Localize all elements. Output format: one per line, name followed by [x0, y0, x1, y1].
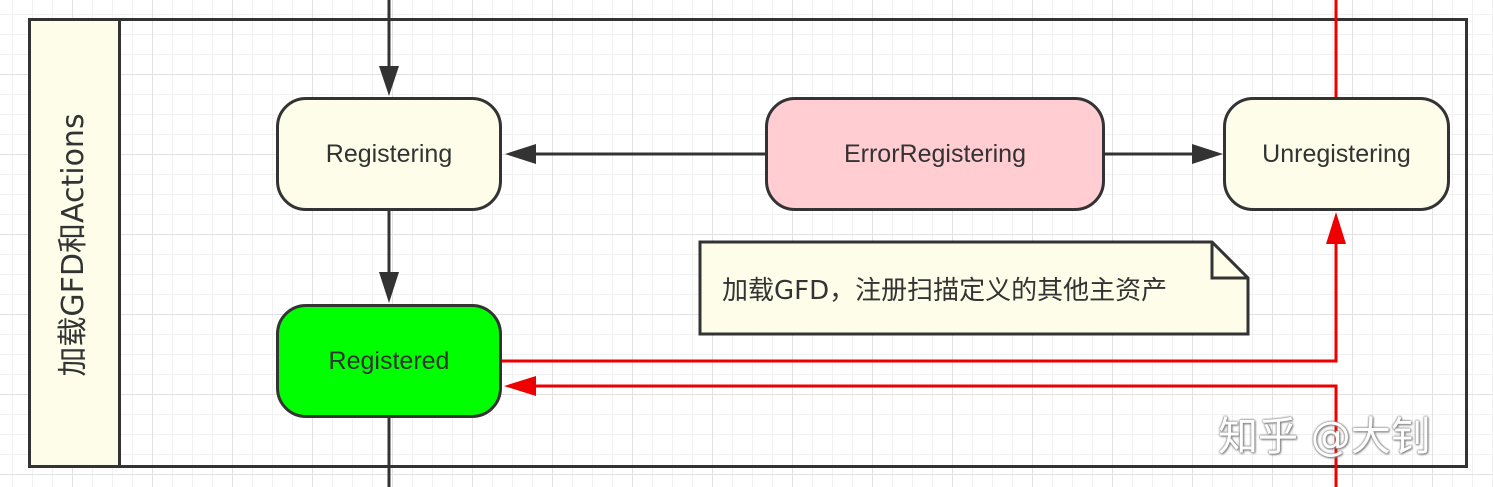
- arrowhead-registering-to-registered: [379, 272, 399, 303]
- edge-external-to-registered[interactable]: [530, 384, 1338, 487]
- watermark: 知乎 @大钊: [1218, 414, 1431, 460]
- arrowhead-error-to-unregistering: [1192, 144, 1223, 164]
- state-unregistering[interactable]: Unregistering: [1223, 97, 1450, 211]
- arrowhead-external-to-registered: [504, 376, 536, 396]
- state-registering[interactable]: Registering: [276, 97, 502, 211]
- arrowhead-registered-to-unregistering: [1326, 212, 1346, 244]
- note-text: 加载GFD，注册扫描定义的其他主资产: [722, 276, 1168, 306]
- edge-registered-to-unregistering[interactable]: [502, 240, 1338, 363]
- arrowhead-error-to-registering: [505, 144, 536, 164]
- state-error-registering[interactable]: ErrorRegistering: [765, 97, 1105, 211]
- swimlane-header[interactable]: [28, 18, 121, 468]
- state-error-registering-label: ErrorRegistering: [843, 139, 1026, 168]
- state-unregistering-label: Unregistering: [1262, 139, 1411, 168]
- state-registering-label: Registering: [325, 139, 453, 168]
- note-shape[interactable]: [698, 240, 1250, 336]
- state-registered-label: Registered: [328, 346, 450, 375]
- note-fold: [1210, 242, 1248, 280]
- arrowhead-entry: [379, 66, 399, 96]
- state-registered[interactable]: Registered: [276, 304, 502, 418]
